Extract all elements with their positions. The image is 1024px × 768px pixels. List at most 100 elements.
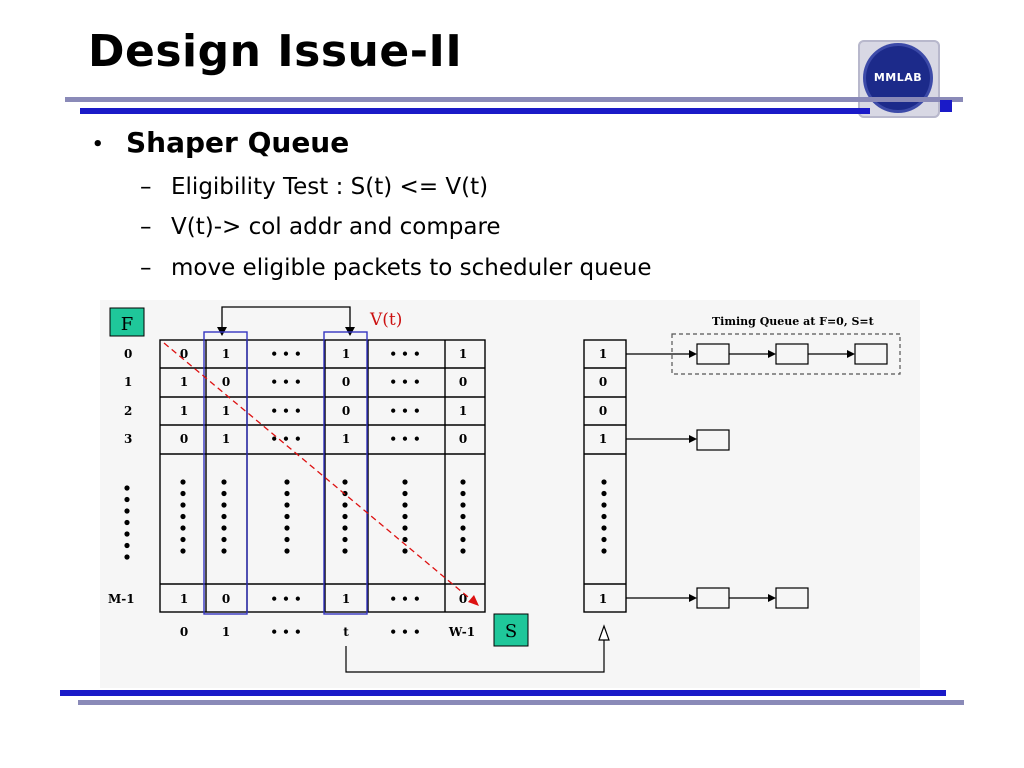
grid-cell: 1 [222, 347, 230, 361]
s-label-text: S [505, 621, 517, 642]
ellipsis-dot [402, 548, 408, 554]
grid-cell: • • • [270, 347, 301, 361]
queue-cell: 1 [599, 592, 607, 606]
packet-box [775, 343, 809, 365]
grid-cell: • • • [389, 404, 420, 418]
ellipsis-dot [124, 485, 130, 491]
ellipsis-dot [460, 536, 466, 543]
grid-cell: 1 [342, 592, 350, 606]
sub-bullet-text: Eligibility Test : S(t) <= V(t) [171, 174, 489, 200]
ellipsis-dot [221, 525, 227, 531]
grid-cell: 0 [459, 375, 467, 389]
ellipsis-dot [180, 490, 186, 497]
ellipsis-dot [601, 525, 607, 531]
ellipsis-dot [284, 502, 290, 508]
ellipsis-dot [402, 513, 408, 520]
row-labels: 0 1 2 3 M-1 [108, 347, 135, 606]
column-label: 1 [222, 625, 230, 639]
grid-cell: 0 [459, 592, 467, 606]
arrow-head [847, 350, 855, 358]
s-label-box [493, 613, 529, 647]
ellipsis-dot [124, 496, 130, 503]
grid-cell: 1 [180, 592, 188, 606]
packet-box [696, 429, 730, 451]
grid-cell: 0 [459, 432, 467, 446]
ellipsis-dot [460, 502, 466, 508]
packet-box [696, 343, 730, 365]
column-label: W-1 [448, 625, 475, 639]
grid-cell: 1 [342, 432, 350, 446]
queue-outline [583, 339, 627, 613]
bullet-main-text: Shaper Queue [126, 126, 350, 159]
ellipsis-dot [180, 513, 186, 520]
column-link-arrow [221, 306, 351, 330]
grid-cell: 1 [459, 404, 467, 418]
arrow-head [768, 350, 776, 358]
ellipsis-dot [460, 548, 466, 554]
sub-bullet-text: V(t)-> col addr and compare [171, 214, 501, 240]
ellipsis-dot [221, 490, 227, 497]
queue-cell: 0 [599, 404, 607, 418]
grid-cell: • • • [270, 432, 301, 446]
column-label: • • • [389, 625, 420, 639]
ellipsis-dot [180, 548, 186, 554]
arrow-head [768, 594, 776, 602]
diagonal-arrow-head [468, 595, 479, 606]
grid-cell: • • • [389, 347, 420, 361]
scheduler-queue-column [583, 339, 627, 613]
arrow-head [689, 594, 697, 602]
ellipsis-dot [180, 479, 186, 485]
ellipsis-dot [221, 502, 227, 508]
grid-cell: 1 [222, 432, 230, 446]
ellipsis-dot [124, 542, 130, 549]
ellipsis-dot [221, 536, 227, 543]
ellipsis-dot [124, 508, 130, 514]
queue-cell: 1 [599, 347, 607, 361]
packet-box [696, 587, 730, 609]
ellipsis-dot [460, 490, 466, 497]
grid-cell: 1 [222, 404, 230, 418]
ellipsis-dot [601, 479, 607, 485]
grid-cells: 0 1 • • • 1 • • • 1 1 0 • • • 0 • • • 0 … [180, 347, 467, 606]
arrow-head [689, 350, 697, 358]
ellipsis-dot [601, 513, 607, 520]
grid-cell: 1 [180, 375, 188, 389]
grid-cell: 1 [459, 347, 467, 361]
column-label: 0 [180, 625, 188, 639]
grid-cell: • • • [270, 375, 301, 389]
ellipsis-dot [180, 525, 186, 531]
grid-cell: 0 [222, 592, 230, 606]
grid-cell: 1 [180, 404, 188, 418]
ellipsis-dot [402, 536, 408, 543]
f-label-text: F [121, 314, 134, 335]
sub-bullet-text: move eligible packets to scheduler queue [171, 255, 652, 281]
f-label-box [109, 307, 145, 337]
timing-queue-label: Timing Queue at F=0, S=t [712, 315, 875, 328]
ellipsis-dot [180, 502, 186, 508]
grid-cell: 0 [342, 404, 350, 418]
ellipsis-dot [221, 479, 227, 485]
grid-cell: 0 [180, 432, 188, 446]
ellipsis-dot [402, 525, 408, 531]
ellipsis-dot [342, 525, 348, 531]
ellipsis-dot [601, 490, 607, 497]
vertical-ellipsis-dots [124, 479, 607, 560]
ellipsis-dot [221, 548, 227, 554]
ellipsis-dot [402, 490, 408, 497]
grid-cell: 0 [342, 375, 350, 389]
arrow-head [689, 435, 697, 443]
row-label: 1 [124, 375, 132, 389]
column-label: t [343, 625, 349, 639]
ellipsis-dot [284, 490, 290, 497]
grid-cell: 0 [180, 347, 188, 361]
column-label: • • • [270, 625, 301, 639]
bullet-dot-icon: • [92, 134, 104, 155]
grid-cell: 1 [342, 347, 350, 361]
ellipsis-dot [124, 519, 130, 526]
header-rule-end-square [940, 100, 952, 112]
ellipsis-dot [284, 536, 290, 543]
column-labels: 0 1 • • • t • • • W-1 [180, 625, 475, 639]
queue-cell: 1 [599, 432, 607, 446]
dash-icon: – [140, 255, 152, 281]
